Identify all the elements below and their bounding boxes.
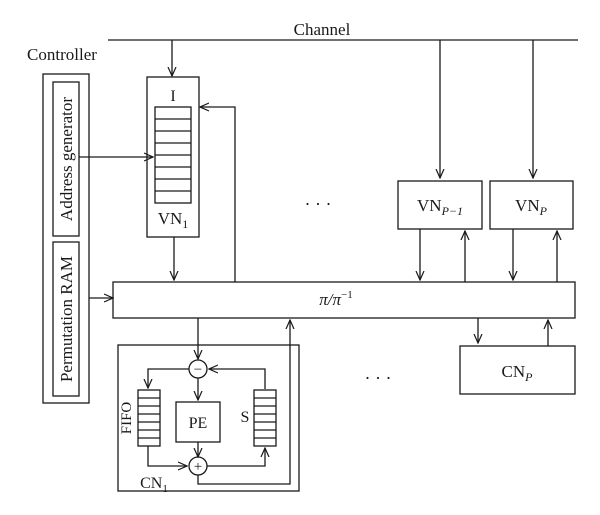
cn-p-box (459, 345, 576, 395)
permutation-ram-label: Permutation RAM (57, 256, 76, 382)
vn-p-minus-1-label: VNP−1 (417, 196, 463, 218)
cn1-label: CN1 (140, 475, 168, 495)
subtractor-symbol: − (194, 362, 202, 378)
vn1-input-label: I (170, 88, 175, 105)
subtractor-to-fifo-arrow (148, 368, 189, 388)
vn-p-box (489, 180, 574, 230)
adder-to-perm-arrow (197, 320, 290, 485)
fifo-to-adder-arrow (147, 446, 187, 466)
vn-p-label: VNP (515, 196, 548, 218)
controller-title: Controller (27, 45, 97, 64)
s-buffer-slots (254, 397, 276, 439)
adder-to-s-arrow (207, 448, 265, 467)
pe-label: PE (189, 415, 208, 432)
permutation-label: π/π−1 (319, 289, 352, 309)
s-buffer (253, 389, 277, 447)
cn-p-label: CNP (502, 362, 534, 384)
vn-p-minus-1-box (397, 180, 483, 230)
adder-symbol: + (194, 459, 202, 475)
vn1-buffer-slots (155, 118, 191, 192)
channel-label: Channel (294, 20, 351, 39)
vn-ellipsis: · · · (305, 194, 332, 214)
address-generator-box (52, 81, 80, 237)
s-label: S (241, 409, 250, 426)
fifo-buffer (137, 389, 161, 447)
perm-to-vn1-feedback-arrow (200, 107, 236, 282)
cn-ellipsis: · · · (365, 368, 392, 388)
cn1-box (117, 344, 300, 492)
address-generator-label: Address generator (57, 97, 76, 221)
s-to-subtractor-arrow (209, 369, 266, 389)
fifo-label: FIFO (119, 402, 135, 435)
vn1-box (146, 76, 200, 238)
controller-box (42, 73, 90, 404)
fifo-buffer-slots (138, 397, 160, 439)
vn1-label: VN1 (158, 209, 189, 231)
permutation-network-box (112, 281, 576, 319)
permutation-ram-box (52, 241, 80, 397)
